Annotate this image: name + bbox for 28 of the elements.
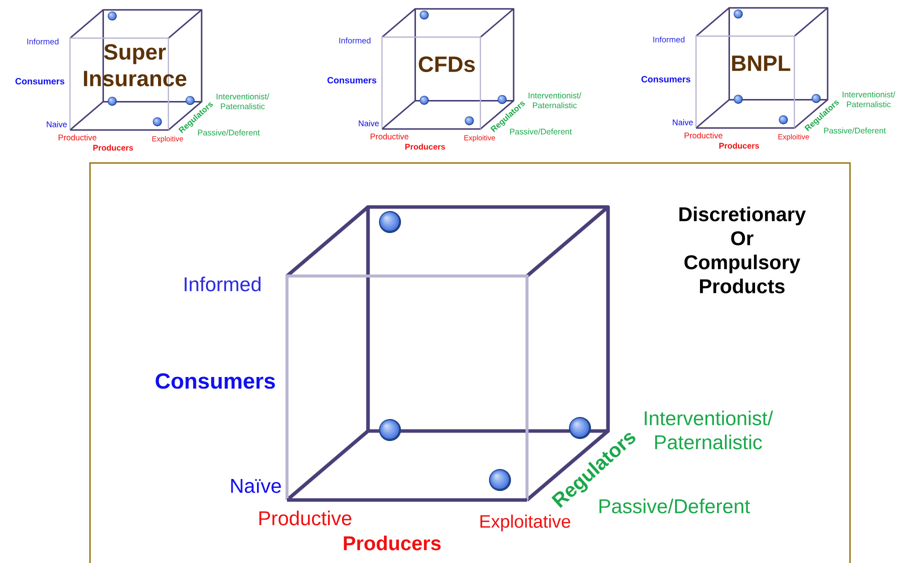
axis-end-label: Productive xyxy=(58,134,96,140)
cube-title: CFDs xyxy=(418,56,475,72)
axis-end-label: Naive xyxy=(672,119,693,126)
axis-label: Consumers xyxy=(15,78,64,84)
axis-end-label: Informed xyxy=(339,37,370,44)
heading: Discretionary Or Compulsory Products xyxy=(679,206,806,294)
axis-end-label: Interventionist/ Paternalistic xyxy=(842,91,896,108)
cube-title: BNPL xyxy=(732,56,790,71)
axis-end-label: Informed xyxy=(653,36,684,42)
axis-end-label: Naive xyxy=(358,120,379,126)
axis-label: Consumers xyxy=(641,76,690,82)
axis-end-label: Interventionist/ Paternalistic xyxy=(644,410,774,450)
axis-end-label: Naive xyxy=(46,121,67,128)
axis-label: Consumers xyxy=(156,373,275,389)
axis-end-label: Productive xyxy=(684,132,722,138)
axis-label: Producers xyxy=(93,144,133,151)
axis-label: Producers xyxy=(344,536,441,550)
axis-label: Producers xyxy=(405,144,445,150)
axis-end-label: Interventionist/ Paternalistic xyxy=(528,92,582,108)
axis-end-label: Interventionist/ Paternalistic xyxy=(216,93,270,110)
axis-label: Consumers xyxy=(327,77,376,84)
axis-end-label: Productive xyxy=(259,510,352,526)
axis-end-label: Informed xyxy=(184,276,260,292)
axis-end-label: Productive xyxy=(370,133,408,140)
axis-label: Producers xyxy=(719,142,759,149)
axis-end-label: Informed xyxy=(27,38,58,44)
axis-end-label: Naïve xyxy=(231,479,281,493)
axis-end-label: Exploitative xyxy=(480,514,570,532)
